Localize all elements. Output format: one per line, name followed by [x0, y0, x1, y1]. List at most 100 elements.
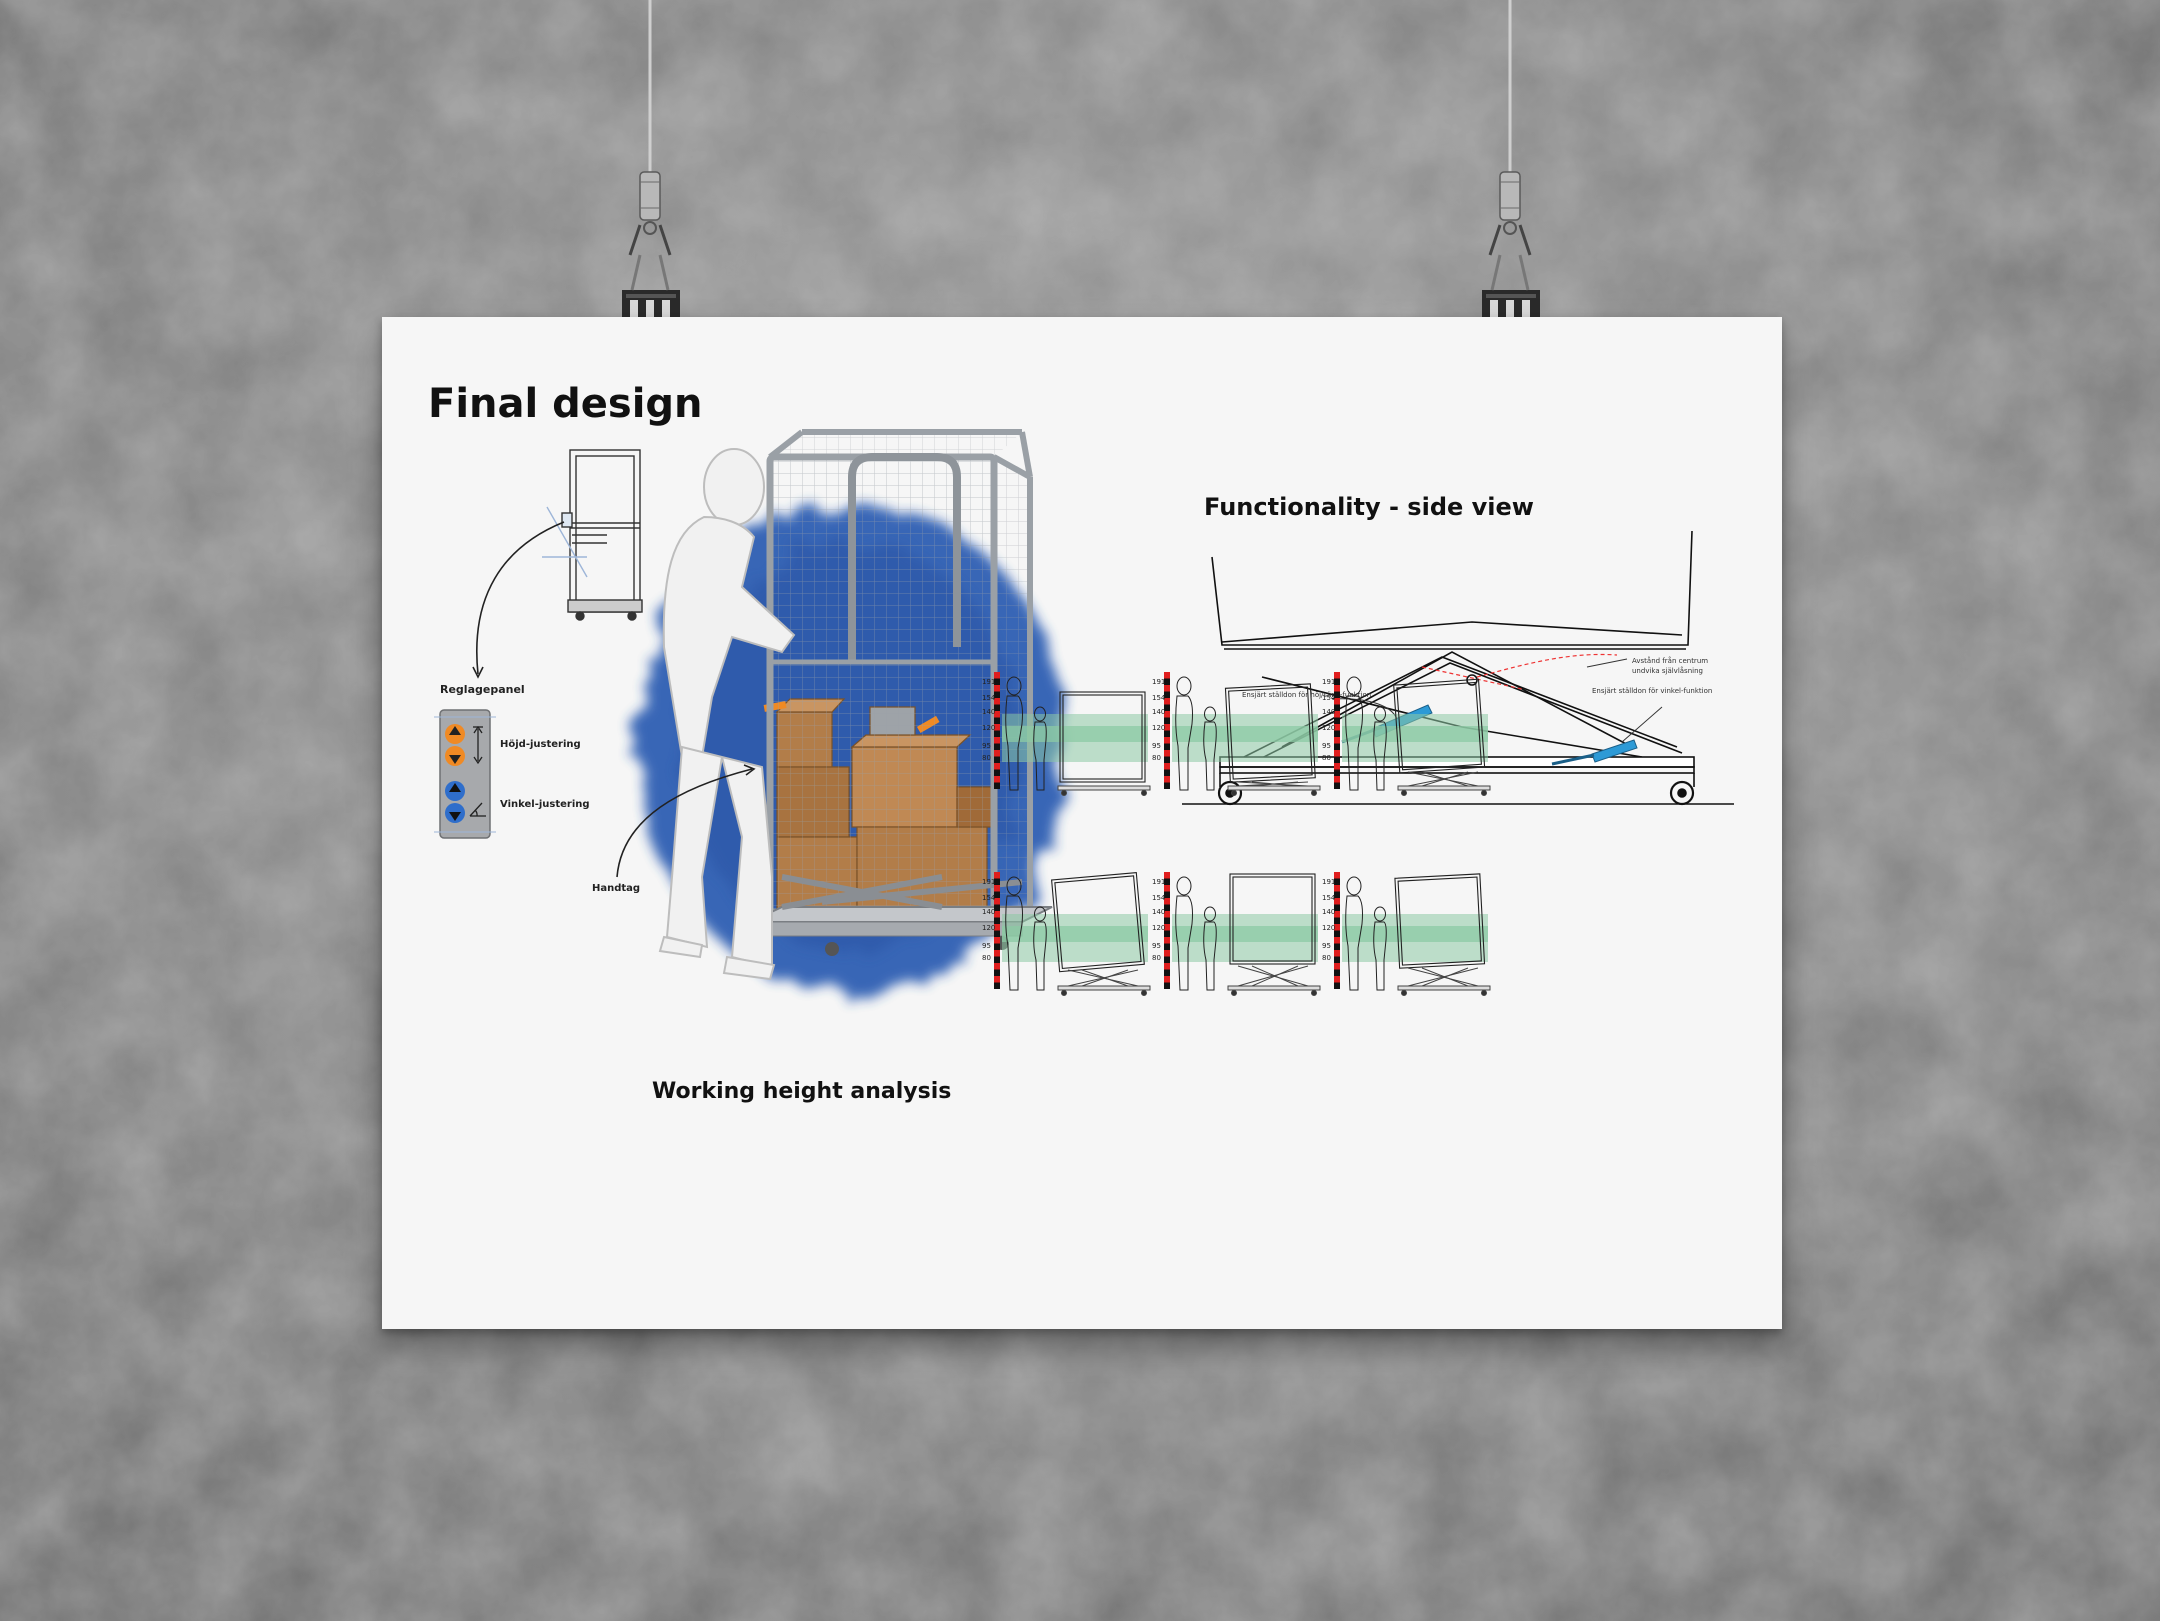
- height-scale-tick: 120: [1322, 724, 1335, 732]
- height-scale-segment: [1334, 969, 1340, 976]
- height-scale-tick: 80: [982, 754, 991, 762]
- handle-callout-arrow: [616, 768, 753, 878]
- poster-canvas: Final design Reglagepanel: [428, 381, 1734, 1104]
- panel-callout-arrow: [476, 521, 565, 675]
- height-scale-tick: 120: [1322, 924, 1335, 932]
- height-scale-segment: [1164, 878, 1170, 885]
- height-scale-tick: 191: [1322, 878, 1335, 886]
- height-scale-segment: [994, 711, 1000, 718]
- side-view-note-left: Ensjärt ställdon för höj/sänk-funktion: [1242, 691, 1371, 699]
- height-scale-segment: [994, 885, 1000, 892]
- cage-outline: [1224, 683, 1316, 783]
- height-scale-segment: [994, 730, 1000, 737]
- poster-sheet: Final design Reglagepanel: [382, 317, 1782, 1329]
- height-scale-segment: [1334, 917, 1340, 924]
- height-scale-tick: 80: [1152, 754, 1161, 762]
- height-scale-tick: 95: [1152, 742, 1161, 750]
- height-scale-segment: [1164, 872, 1170, 879]
- height-scale-tick: 191: [1322, 678, 1335, 686]
- height-scale-segment: [1164, 885, 1170, 892]
- height-scale-tick: 80: [1322, 954, 1331, 962]
- control-panel: [434, 709, 496, 839]
- angle-adjust-label: Vinkel-justering: [500, 799, 590, 810]
- height-scale-segment: [1334, 878, 1340, 885]
- height-scale-segment: [994, 776, 1000, 783]
- height-scale-segment: [1334, 685, 1340, 692]
- height-scale-segment: [994, 704, 1000, 711]
- height-scale-segment: [1164, 898, 1170, 905]
- height-scale-segment: [1164, 904, 1170, 911]
- height-scale-tick: 140: [1152, 908, 1165, 916]
- height-scale-tick: 120: [1152, 724, 1165, 732]
- height-scale-segment: [994, 724, 1000, 731]
- height-scale-segment: [1164, 917, 1170, 924]
- height-scale-segment: [1334, 769, 1340, 776]
- height-scale-segment: [1164, 704, 1170, 711]
- height-scale-segment: [1334, 737, 1340, 744]
- height-scale-segment: [1334, 743, 1340, 750]
- height-scale-segment: [1164, 982, 1170, 989]
- analysis-heading: Working height analysis: [652, 1079, 951, 1104]
- height-scale-segment: [1334, 756, 1340, 763]
- height-scale-segment: [994, 950, 1000, 957]
- working-zone-core: [1342, 926, 1488, 942]
- height-scale-tick: 140: [1322, 908, 1335, 916]
- height-scale-segment: [1334, 982, 1340, 989]
- height-scale-tick: 154: [1322, 694, 1336, 702]
- height-scale-segment: [1164, 963, 1170, 970]
- height-scale-tick: 120: [982, 724, 995, 732]
- working-zone-core: [1002, 726, 1148, 742]
- height-scale-tick: 120: [982, 924, 995, 932]
- height-scale-segment: [1334, 872, 1340, 879]
- height-scale-segment: [994, 872, 1000, 879]
- height-scale-segment: [994, 917, 1000, 924]
- height-scale-segment: [1164, 730, 1170, 737]
- height-scale-segment: [1334, 937, 1340, 944]
- height-scale-segment: [994, 911, 1000, 918]
- side-view-note-top-1: Avstånd från centrum: [1632, 656, 1708, 665]
- height-scale-tick: 80: [982, 954, 991, 962]
- working-zone-core: [1002, 926, 1148, 942]
- height-scale-segment: [1334, 724, 1340, 731]
- cage-rendering: [637, 429, 1067, 992]
- height-scale-segment: [1164, 737, 1170, 744]
- height-scale-tick: 140: [1152, 708, 1165, 716]
- height-scale-segment: [1164, 763, 1170, 770]
- height-scale-segment: [1164, 685, 1170, 692]
- height-scale-segment: [1164, 724, 1170, 731]
- working-zone-core: [1342, 726, 1488, 742]
- cage-outline: [1059, 691, 1146, 783]
- height-scale-segment: [1164, 911, 1170, 918]
- height-scale-tick: 95: [1152, 942, 1161, 950]
- height-scale-segment: [1334, 891, 1340, 898]
- scissor-lift: [1397, 967, 1491, 996]
- height-scale-segment: [994, 924, 1000, 931]
- height-scale-segment: [994, 898, 1000, 905]
- height-scale-segment: [1164, 678, 1170, 685]
- height-scale-segment: [994, 937, 1000, 944]
- height-scale-segment: [1334, 885, 1340, 892]
- cage-outline: [1051, 872, 1145, 973]
- working-zone-core: [1172, 926, 1318, 942]
- height-scale-segment: [1164, 691, 1170, 698]
- height-scale-segment: [994, 750, 1000, 757]
- height-scale-segment: [1164, 743, 1170, 750]
- height-scale-tick: 140: [1322, 708, 1335, 716]
- operator-silhouette: [658, 448, 796, 981]
- height-scale-segment: [1164, 672, 1170, 679]
- height-scale-segment: [994, 672, 1000, 679]
- height-scale-segment: [994, 943, 1000, 950]
- height-scale-segment: [994, 930, 1000, 937]
- height-scale-segment: [994, 982, 1000, 989]
- human-figures: [1175, 676, 1217, 791]
- height-scale-tick: 95: [982, 942, 991, 950]
- cage-outline: [1229, 873, 1316, 965]
- human-figures: [1345, 876, 1387, 991]
- height-scale-segment: [994, 763, 1000, 770]
- height-scale-segment: [1164, 930, 1170, 937]
- height-adjust-icon: [473, 725, 483, 765]
- height-scale-segment: [1334, 672, 1340, 679]
- height-scale-segment: [1334, 924, 1340, 931]
